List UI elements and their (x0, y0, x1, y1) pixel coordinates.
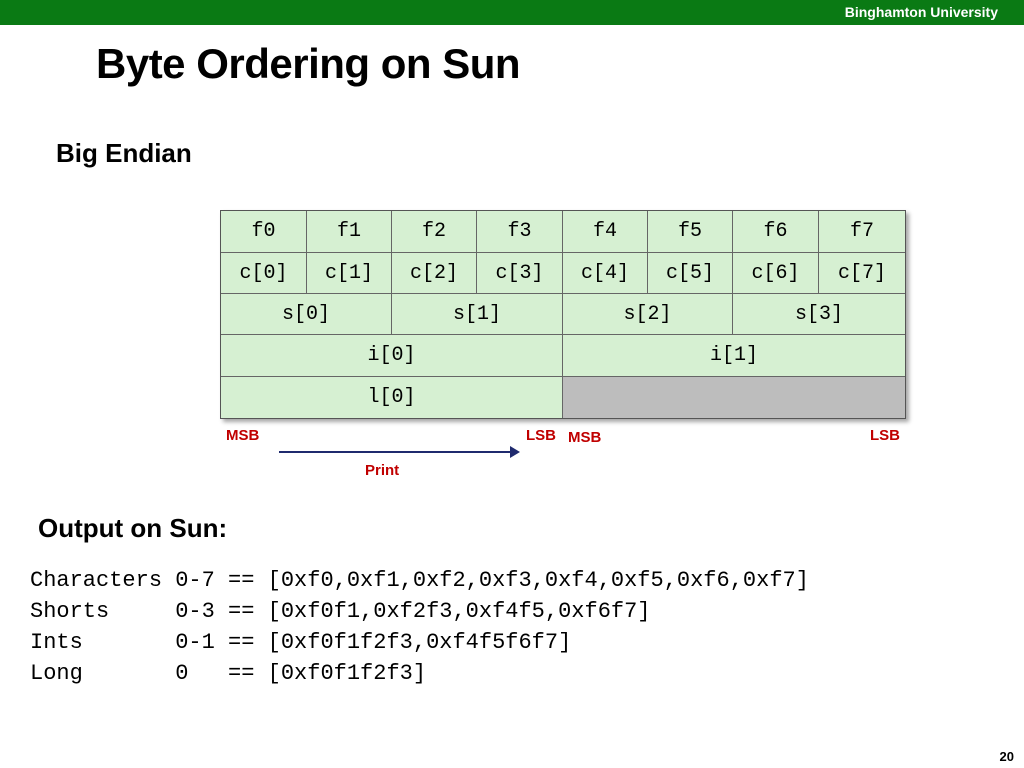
table-cell: f4 (563, 211, 648, 253)
table-cell: c[0] (221, 253, 307, 294)
page-number: 20 (999, 749, 1014, 764)
table-cell: l[0] (221, 377, 563, 418)
output-title: Output on Sun: (38, 513, 228, 543)
empty-cell (563, 377, 905, 418)
table-cell: c[7] (819, 253, 905, 294)
output-line: Long 0 == [0xf0f1f2f3] (30, 661, 427, 686)
organization-name: Binghamton University (844, 4, 998, 20)
byte-layout-table: f0 f1 f2 f3 f4 f5 f6 f7 c[0] c[1] c[2] c… (220, 210, 906, 419)
arrow-right-icon (510, 446, 520, 458)
table-cell: s[3] (733, 294, 905, 335)
slide-subtitle: Big Endian (56, 138, 192, 168)
table-cell: f1 (307, 211, 392, 253)
table-cell: i[1] (563, 335, 905, 377)
slide-title: Byte Ordering on Sun (96, 40, 521, 87)
table-cell: f2 (392, 211, 477, 253)
lsb-label-right: LSB (870, 427, 900, 444)
output-line: Characters 0-7 == [0xf0,0xf1,0xf2,0xf3,0… (30, 568, 809, 593)
table-cell: f5 (648, 211, 733, 253)
print-label: Print (365, 462, 400, 479)
header-bar: Binghamton University (0, 0, 1024, 25)
table-cell: s[1] (392, 294, 563, 335)
table-cell: f6 (733, 211, 819, 253)
table-cell: c[4] (563, 253, 648, 294)
output-line: Shorts 0-3 == [0xf0f1,0xf2f3,0xf4f5,0xf6… (30, 599, 651, 624)
lsb-label-left: LSB (526, 427, 556, 444)
print-arrow-line (279, 451, 515, 453)
table-cell: c[6] (733, 253, 819, 294)
output-line: Ints 0-1 == [0xf0f1f2f3,0xf4f5f6f7] (30, 630, 572, 655)
table-cell: f0 (221, 211, 307, 253)
table-cell: s[2] (563, 294, 733, 335)
table-cell: c[5] (648, 253, 733, 294)
table-cell: f3 (477, 211, 563, 253)
msb-label-left: MSB (226, 427, 260, 444)
table-cell: i[0] (221, 335, 563, 377)
output-code-block: Characters 0-7 == [0xf0,0xf1,0xf2,0xf3,0… (30, 568, 809, 692)
table-cell: f7 (819, 211, 905, 253)
msb-label-right: MSB (568, 429, 602, 446)
table-cell: s[0] (221, 294, 392, 335)
table-cell: c[1] (307, 253, 392, 294)
table-cell: c[2] (392, 253, 477, 294)
table-cell: c[3] (477, 253, 563, 294)
